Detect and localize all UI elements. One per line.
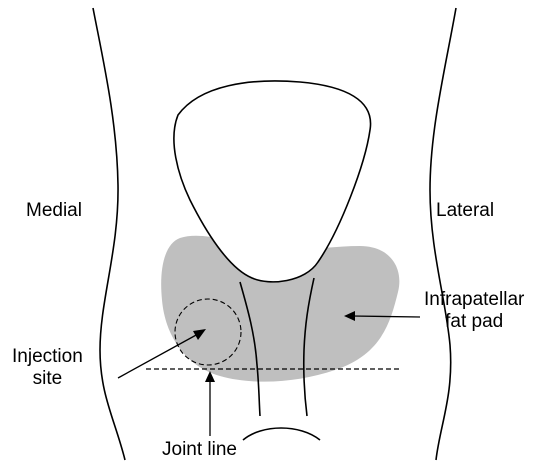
medial-leg-outline (93, 8, 125, 460)
label-lateral: Lateral (436, 200, 494, 222)
lateral-leg-outline (430, 8, 456, 460)
label-fat-pad-line2: fat pad (424, 311, 524, 333)
tibial-arc (243, 428, 320, 440)
label-injection-line2: site (12, 368, 83, 390)
label-injection-site: Injection site (12, 346, 83, 390)
label-joint-line: Joint line (162, 439, 237, 461)
label-medial: Medial (26, 200, 82, 222)
label-fat-pad-line1: Infrapatellar (424, 289, 524, 311)
label-injection-line1: Injection (12, 346, 83, 368)
label-infrapatellar-fat-pad: Infrapatellar fat pad (424, 289, 524, 333)
